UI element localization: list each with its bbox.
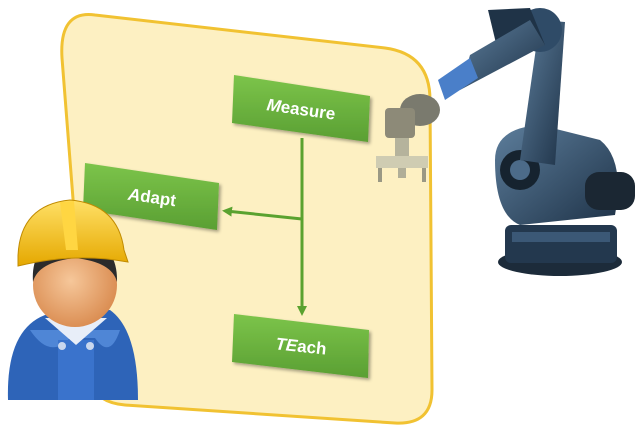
- worker-icon: [7, 199, 139, 400]
- measure-label-lead: M: [266, 95, 283, 116]
- adapt-label-lead: A: [126, 185, 142, 206]
- svg-text:Adapt: Adapt: [126, 185, 178, 211]
- adapt-label-rest: dapt: [139, 186, 178, 210]
- industrial-robot-icon: [376, 8, 635, 276]
- teach-box: TEach: [232, 314, 369, 378]
- flow-arrows: [222, 138, 307, 316]
- svg-text:TEach: TEach: [275, 334, 328, 358]
- adapt-box: Adapt: [83, 163, 219, 230]
- measure-box: Measure: [232, 75, 370, 142]
- teach-label-lead: TE: [275, 334, 299, 355]
- arrow-to-adapt: [222, 206, 303, 221]
- teach-label-rest: ach: [296, 337, 327, 359]
